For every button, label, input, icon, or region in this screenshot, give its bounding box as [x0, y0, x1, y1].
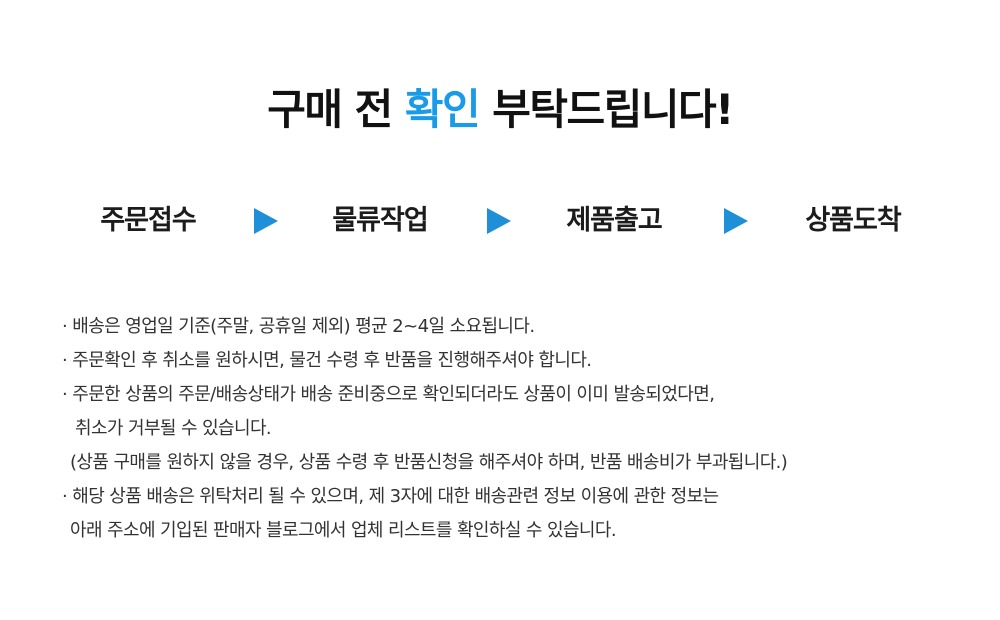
step-product-shipped: 제품출고: [566, 205, 662, 236]
notice-line: · 주문한 상품의 주문/배송상태가 배송 준비중으로 확인되더라도 상품이 이…: [62, 384, 715, 405]
notice-list: · 배송은 영업일 기준(주말, 공휴일 제외) 평균 2~4일 소요됩니다. …: [62, 310, 962, 548]
notice-line: · 해당 상품 배송은 위탁처리 될 수 있으며, 제 3자에 대한 배송관련 …: [62, 486, 719, 507]
title-suffix: 부탁드립니다!: [479, 85, 734, 134]
notice-line: · 배송은 영업일 기준(주말, 공휴일 제외) 평균 2~4일 소요됩니다.: [62, 316, 535, 337]
notice-line: 아래 주소에 기입된 판매자 블로그에서 업체 리스트를 확인하실 수 있습니다…: [70, 520, 617, 541]
notice-line: 취소가 거부될 수 있습니다.: [75, 418, 272, 439]
notice-line: · 주문확인 후 취소를 원하시면, 물건 수령 후 반품을 진행해주셔야 합니…: [62, 350, 592, 371]
title-prefix: 구매 전: [267, 85, 405, 134]
notice-line: (상품 구매를 원하지 않을 경우, 상품 수령 후 반품신청을 해주셔야 하며…: [70, 452, 788, 473]
step-logistics-work: 물류작업: [332, 205, 428, 236]
delivery-process-steps: 주문접수 물류작업 제품출고 상품도착: [0, 196, 1000, 246]
title-accent: 확인: [404, 85, 481, 134]
step-product-arrived: 상품도착: [805, 205, 901, 236]
triangle-right-icon: [724, 208, 748, 234]
step-order-received: 주문접수: [100, 205, 196, 236]
page-title: 구매 전 확인 부탁드립니다!: [0, 78, 1000, 142]
triangle-right-icon: [254, 208, 278, 234]
triangle-right-icon: [487, 208, 511, 234]
